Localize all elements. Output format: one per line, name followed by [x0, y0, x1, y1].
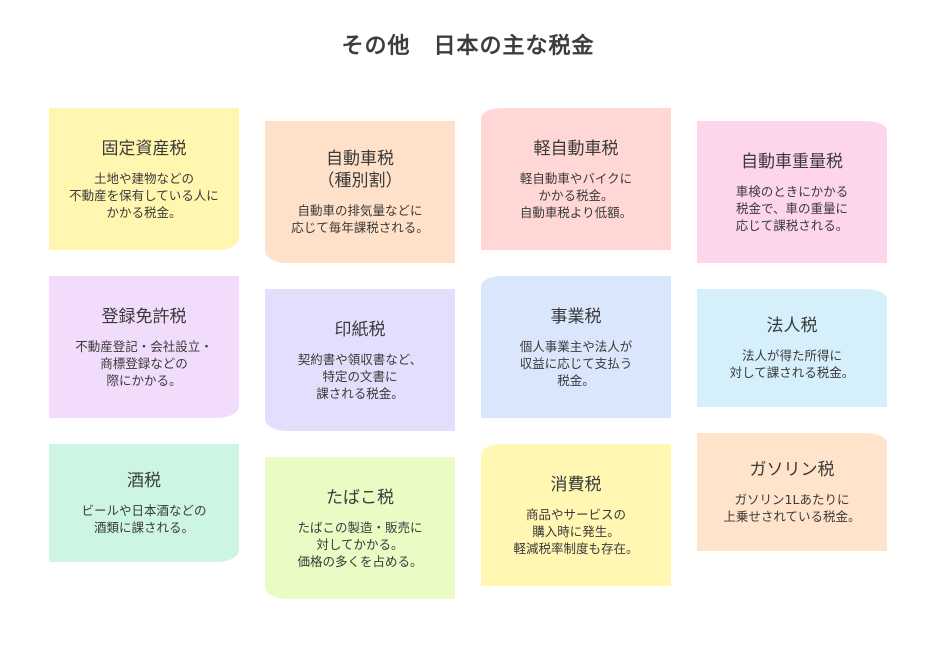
card-description: 軽自動車やバイクに かかる税金。 自動車税より低額。	[519, 170, 633, 220]
card-title: たばこ税	[326, 487, 394, 508]
card-title: 法人税	[766, 316, 818, 336]
card-description: 自動車の排気量などに 応じて毎年課税される。	[291, 203, 429, 235]
card-title: 自動車重量税	[741, 151, 843, 172]
card-title: 事業税	[550, 306, 602, 327]
note-card: たばこ税 たばこの製造・販売に 対してかかる。 価格の多くを占める。	[265, 457, 455, 599]
card-description: 法人が得た所得に 対して課される税金。	[729, 348, 855, 380]
card-description: ガソリン1Lあたりに 上乗せされている税金。	[723, 492, 861, 524]
note-card: ガソリン税 ガソリン1Lあたりに 上乗せされている税金。	[697, 433, 887, 551]
card-title: 酒税	[127, 471, 161, 491]
note-card: 自動車税 （種別割） 自動車の排気量などに 応じて毎年課税される。	[265, 121, 455, 263]
card-description: 車検のときにかかる 税金で、車の重量に 応じて課税される。	[735, 183, 849, 233]
card-description: 不動産登記・会社設立・ 商標登録などの 際にかかる。	[75, 338, 213, 388]
card-description: 商品やサービスの 購入時に発生。 軽減税率制度も存在。	[513, 506, 639, 556]
card-title: 固定資産税	[101, 138, 187, 159]
note-card: 軽自動車税 軽自動車やバイクに かかる税金。 自動車税より低額。	[481, 108, 671, 250]
card-description: 土地や建物などの 不動産を保有している人に かかる税金。	[69, 170, 219, 220]
card-title: ガソリン税	[749, 460, 835, 480]
card-title: 印紙税	[334, 319, 386, 340]
card-title: 登録免許税	[101, 306, 187, 327]
note-card: 登録免許税 不動産登記・会社設立・ 商標登録などの 際にかかる。	[49, 276, 239, 418]
card-description: 個人事業主や法人が 収益に応じて支払う 税金。	[519, 338, 633, 388]
card-description: ビールや日本酒などの 酒類に課される。	[81, 503, 207, 535]
card-description: 契約書や領収書など、 特定の文書に 課される税金。	[297, 351, 423, 401]
note-card: 事業税 個人事業主や法人が 収益に応じて支払う 税金。	[481, 276, 671, 418]
card-title: 軽自動車税	[533, 138, 619, 159]
note-card: 法人税 法人が得た所得に 対して課される税金。	[697, 289, 887, 407]
note-card: 酒税 ビールや日本酒などの 酒類に課される。	[49, 444, 239, 562]
note-card: 自動車重量税 車検のときにかかる 税金で、車の重量に 応じて課税される。	[697, 121, 887, 263]
note-card: 消費税 商品やサービスの 購入時に発生。 軽減税率制度も存在。	[481, 444, 671, 586]
page-title: その他 日本の主な税金	[341, 34, 595, 59]
card-title: 消費税	[550, 474, 602, 495]
note-card: 印紙税 契約書や領収書など、 特定の文書に 課される税金。	[265, 289, 455, 431]
card-title: 自動車税 （種別割）	[317, 149, 403, 191]
card-description: たばこの製造・販売に 対してかかる。 価格の多くを占める。	[297, 519, 423, 569]
note-card: 固定資産税 土地や建物などの 不動産を保有している人に かかる税金。	[49, 108, 239, 250]
